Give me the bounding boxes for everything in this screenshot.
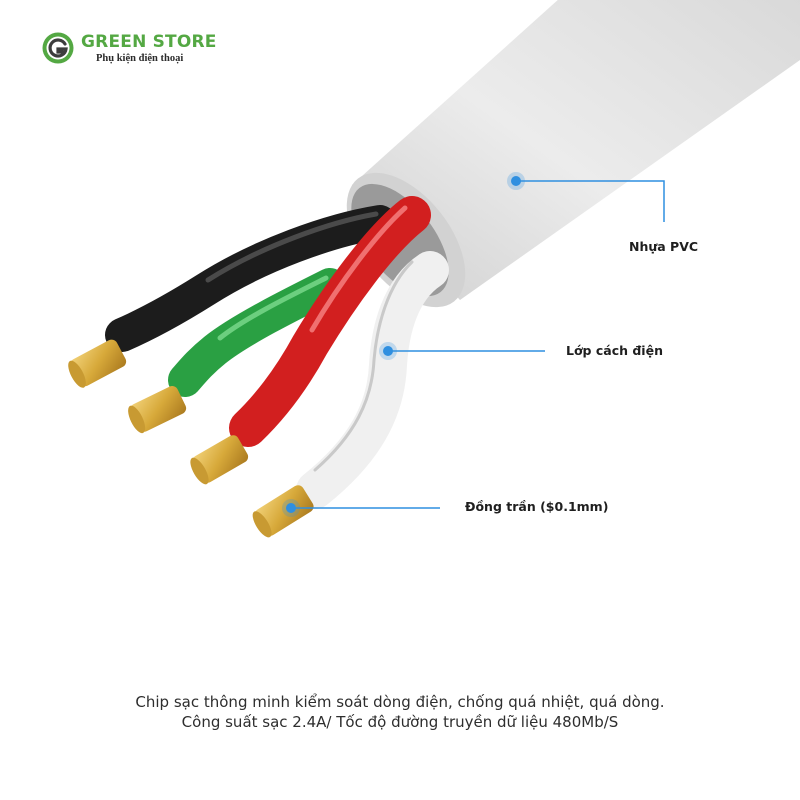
pointer-pvc (507, 172, 665, 222)
caption-line-1: Chip sạc thông minh kiểm soát dòng điện,… (135, 693, 665, 711)
copper-strands-green (128, 386, 187, 434)
callout-copper: Đồng trần ($0.1mm) (465, 499, 609, 514)
callout-insulation: Lớp cách điện (566, 343, 663, 358)
wire-green (128, 268, 347, 434)
wire-black (68, 205, 397, 388)
wire-red (190, 196, 431, 485)
green-store-logo-icon (42, 32, 74, 64)
copper-strands-red (190, 435, 249, 485)
brand-header: GREEN STORE Phụ kiện điện thoại (40, 30, 240, 70)
pointer-insulation (379, 342, 545, 360)
copper-strands-black (68, 339, 127, 388)
caption-line-2: Công suất sạc 2.4A/ Tốc độ đường truyền … (181, 713, 619, 731)
wire-white (252, 251, 449, 538)
brand-name: GREEN STORE (81, 32, 217, 52)
pointer-copper (282, 499, 440, 517)
brand-tagline: Phụ kiện điện thoại (96, 53, 184, 64)
callout-pvc: Nhựa PVC (629, 239, 699, 254)
copper-strands-white (252, 485, 314, 538)
